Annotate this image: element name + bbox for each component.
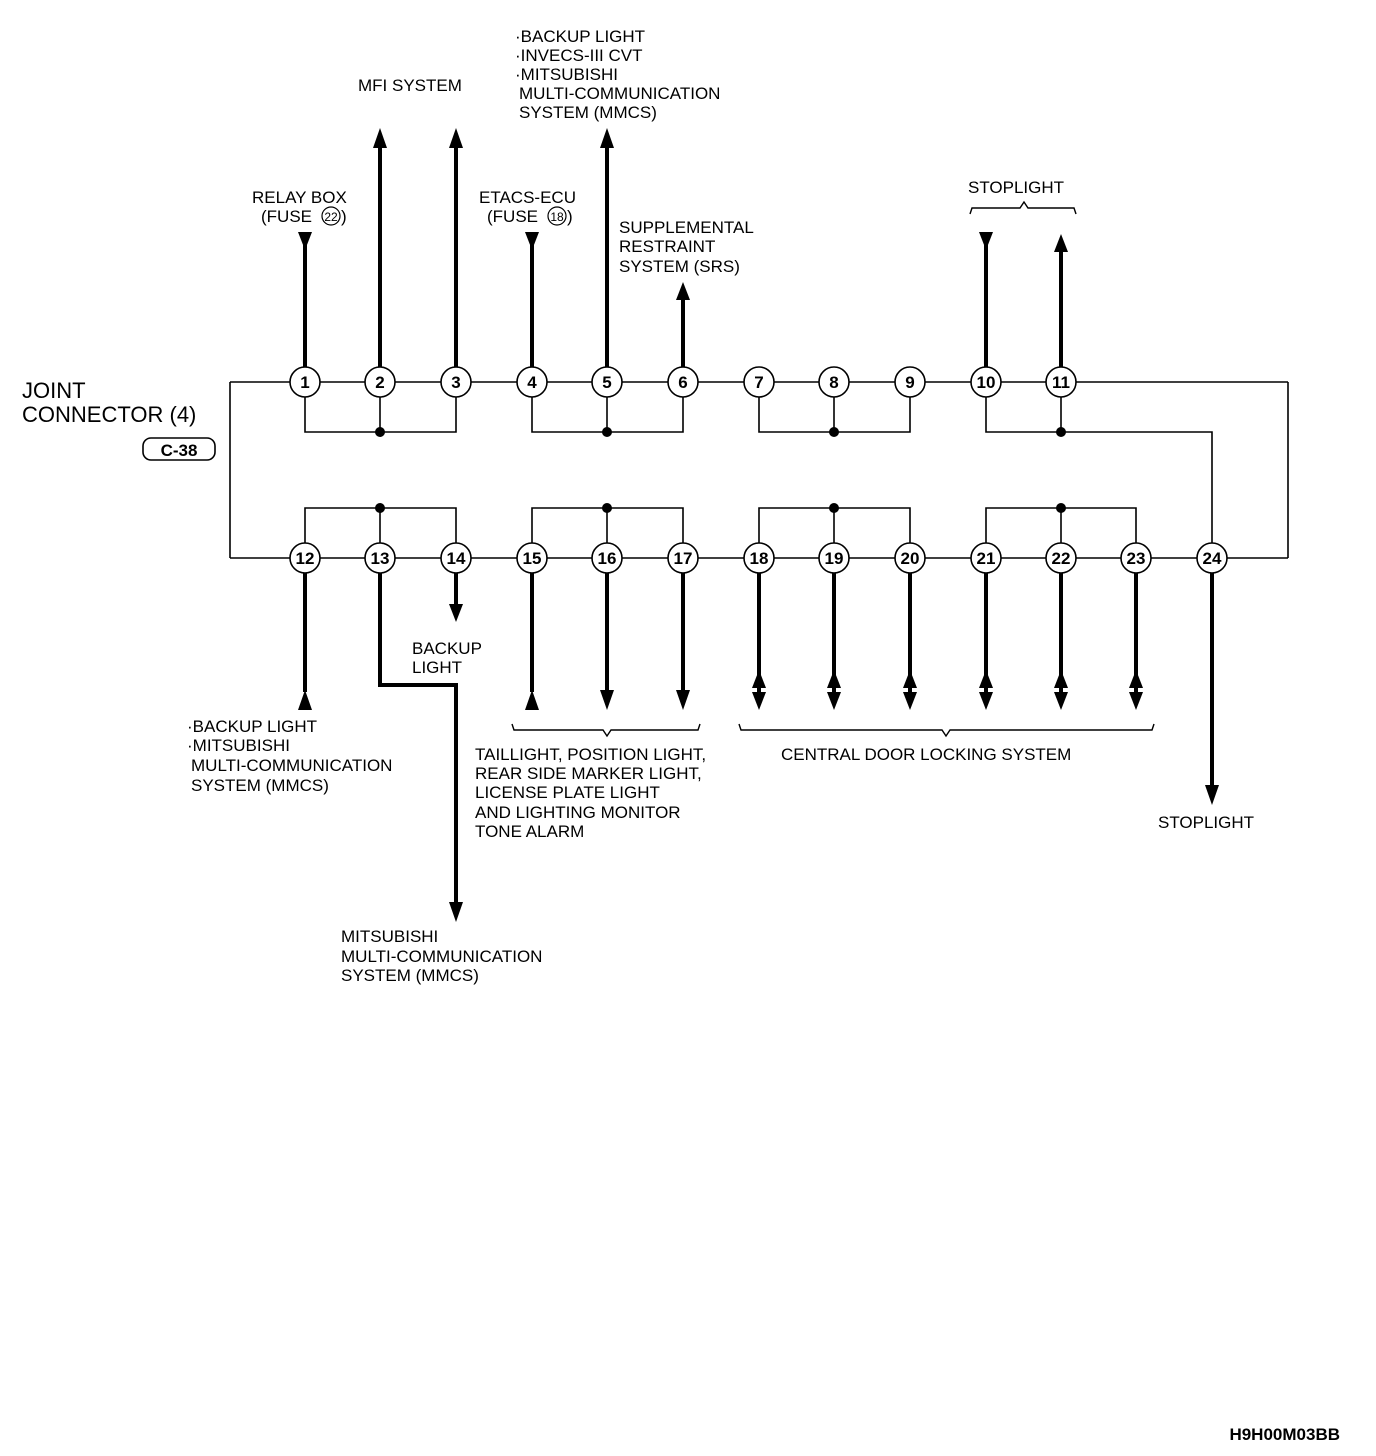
pin-number: 19 bbox=[825, 549, 844, 568]
pin13-label-line3: SYSTEM (MMCS) bbox=[341, 966, 479, 985]
pin: 3 bbox=[440, 366, 472, 398]
pin-number: 6 bbox=[678, 373, 687, 392]
pin: 7 bbox=[743, 366, 775, 398]
pin: 17 bbox=[667, 542, 699, 574]
pin12-label-line2: ·MITSUBISHI bbox=[187, 736, 290, 755]
pin12-label-line4: SYSTEM (MMCS) bbox=[191, 776, 329, 795]
backup-light-label-line2: LIGHT bbox=[412, 658, 462, 677]
etacs-label: ETACS-ECU bbox=[479, 188, 576, 207]
pin: 16 bbox=[591, 542, 623, 574]
fuse-circle bbox=[321, 206, 341, 226]
pin: 12 bbox=[289, 542, 321, 574]
pin: 15 bbox=[516, 542, 548, 574]
pin: 8 bbox=[818, 366, 850, 398]
pin-number: 12 bbox=[296, 549, 315, 568]
pin-number: 18 bbox=[750, 549, 769, 568]
pin: 20 bbox=[894, 542, 926, 574]
pin5-label-line1: ·BACKUP LIGHT bbox=[515, 27, 645, 46]
relay-box-fuse-number: 22 bbox=[324, 210, 338, 224]
connector-code: C-38 bbox=[161, 441, 198, 460]
taillight-label-line4: AND LIGHTING MONITOR bbox=[475, 803, 681, 822]
pin-number: 1 bbox=[300, 373, 309, 392]
stoplight-top-label: STOPLIGHT bbox=[968, 178, 1064, 197]
connector-outline bbox=[229, 381, 1289, 559]
pin-number: 22 bbox=[1052, 549, 1071, 568]
etacs-fuse-close: ) bbox=[567, 207, 573, 226]
pin5-label-line3: ·MITSUBISHI bbox=[515, 65, 618, 84]
srs-label-line2: RESTRAINT bbox=[619, 237, 715, 256]
pin: 1 bbox=[289, 366, 321, 398]
pin-number: 4 bbox=[527, 373, 537, 392]
stoplight-bottom-label: STOPLIGHT bbox=[1158, 813, 1254, 832]
pin: 5 bbox=[591, 366, 623, 398]
pin13-label-line1: MITSUBISHI bbox=[341, 927, 438, 946]
pin: 21 bbox=[970, 542, 1002, 574]
pin: 19 bbox=[818, 542, 850, 574]
srs-label-line1: SUPPLEMENTAL bbox=[619, 218, 754, 237]
fuse-circle bbox=[547, 206, 567, 226]
connector-name-line1: JOINT bbox=[22, 378, 86, 403]
connector-name-line2: CONNECTOR (4) bbox=[22, 402, 196, 427]
taillight-label-line1: TAILLIGHT, POSITION LIGHT, bbox=[475, 745, 706, 764]
pin-number: 3 bbox=[451, 373, 460, 392]
central-door-locking-label: CENTRAL DOOR LOCKING SYSTEM bbox=[781, 745, 1071, 764]
pin: 10 bbox=[970, 366, 1002, 398]
pin-number: 7 bbox=[754, 373, 763, 392]
relay-box-fuse-close: ) bbox=[341, 207, 347, 226]
connector-code-badge bbox=[142, 437, 216, 461]
pin: 13 bbox=[364, 542, 396, 574]
pin-number: 16 bbox=[598, 549, 617, 568]
pin-number: 20 bbox=[901, 549, 920, 568]
pin-number: 17 bbox=[674, 549, 693, 568]
pin5-label-line2: ·INVECS-III CVT bbox=[515, 46, 643, 65]
pin: 14 bbox=[440, 542, 472, 574]
figure-id: H9H00M03BB bbox=[1229, 1425, 1340, 1444]
mfi-system-label: MFI SYSTEM bbox=[358, 76, 462, 95]
pins-bottom: 12 13 14 15 16 17 18 19 20 21 22 23 24 bbox=[289, 542, 1228, 574]
pin: 18 bbox=[743, 542, 775, 574]
pin-number: 21 bbox=[977, 549, 996, 568]
junction-dots bbox=[375, 427, 1066, 513]
pin-number: 5 bbox=[602, 373, 611, 392]
taillight-label-line2: REAR SIDE MARKER LIGHT, bbox=[475, 764, 702, 783]
pin12-label-line3: MULTI-COMMUNICATION bbox=[191, 756, 392, 775]
pin: 2 bbox=[364, 366, 396, 398]
taillight-label-line5: TONE ALARM bbox=[475, 822, 584, 841]
relay-box-label: RELAY BOX bbox=[252, 188, 347, 207]
backup-light-label-line1: BACKUP bbox=[412, 639, 482, 658]
pin-number: 15 bbox=[523, 549, 542, 568]
pin: 4 bbox=[516, 366, 548, 398]
pin: 24 bbox=[1196, 542, 1228, 574]
braces bbox=[511, 200, 1155, 738]
pin: 22 bbox=[1045, 542, 1077, 574]
pin-number: 8 bbox=[829, 373, 838, 392]
pin: 6 bbox=[667, 366, 699, 398]
pin-number: 11 bbox=[1052, 373, 1070, 392]
etacs-fuse-label: (FUSE bbox=[487, 207, 538, 226]
pin: 9 bbox=[894, 366, 926, 398]
pin-number: 14 bbox=[447, 549, 466, 568]
pin-number: 10 bbox=[977, 373, 996, 392]
pin-number: 13 bbox=[371, 549, 390, 568]
pin-number: 9 bbox=[905, 373, 914, 392]
pin13-label-line2: MULTI-COMMUNICATION bbox=[341, 947, 542, 966]
etacs-fuse-number: 18 bbox=[550, 210, 564, 224]
pin12-label-line1: ·BACKUP LIGHT bbox=[187, 717, 317, 736]
pin: 11 bbox=[1045, 366, 1077, 398]
pin5-label-line5: SYSTEM (MMCS) bbox=[519, 103, 657, 122]
pin: 23 bbox=[1120, 542, 1152, 574]
arrowheads bbox=[298, 128, 1219, 922]
taillight-label-line3: LICENSE PLATE LIGHT bbox=[475, 783, 660, 802]
pin-number: 24 bbox=[1203, 549, 1222, 568]
srs-label-line3: SYSTEM (SRS) bbox=[619, 257, 740, 276]
relay-box-fuse-label: (FUSE bbox=[261, 207, 312, 226]
pin-number: 2 bbox=[375, 373, 384, 392]
pin-number: 23 bbox=[1127, 549, 1146, 568]
pins-top: 1 2 3 4 5 6 7 8 9 10 11 bbox=[289, 366, 1077, 398]
pin5-label-line4: MULTI-COMMUNICATION bbox=[519, 84, 720, 103]
